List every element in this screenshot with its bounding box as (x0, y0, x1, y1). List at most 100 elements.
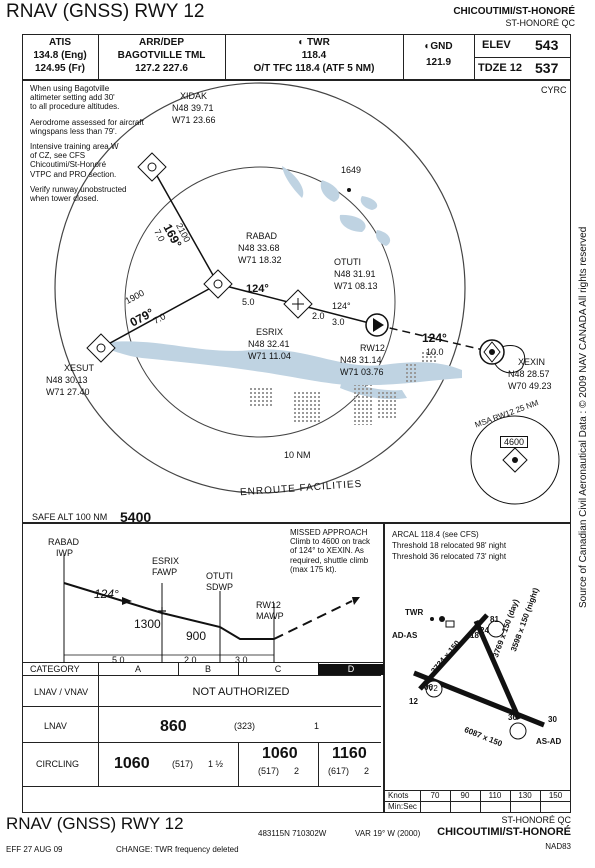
fix-esrix-lon: W71 11.04 (248, 351, 291, 361)
arr-dep-name: BAGOTVILLE TML (117, 50, 206, 61)
profile-alt-otuti: 900 (186, 629, 207, 643)
knots-150: 150 (548, 791, 563, 800)
waypoint-xexin-icon (479, 339, 505, 365)
track-xidak-rabad (151, 166, 219, 285)
profile-rw12: RW12 (256, 600, 281, 610)
missed-approach-text: MISSED APPROACH Climb to 4600 on track o… (290, 528, 371, 574)
footer-effective: EFF 27 AUG 09 (6, 845, 63, 854)
msa-center-icon (502, 447, 528, 473)
footer-location: CHICOUTIMI/ST-HONORÉ (437, 826, 571, 838)
lake (339, 214, 366, 232)
safe-alt-value: 5400 (120, 509, 152, 525)
elev-label: ELEV (482, 39, 511, 51)
profile-esrix: ESRIX (152, 556, 180, 566)
lake (360, 196, 378, 210)
plan-view (22, 80, 571, 523)
plan-notes: When using Bagotville altimeter setting … (30, 84, 144, 203)
source-note: Source of Canadian Civil Aeronautical Da… (578, 226, 589, 608)
built-up-area (404, 364, 418, 382)
profile-dist-2: 2.0 (184, 655, 197, 665)
lnav-vnav-not-authorized: NOT AUTHORIZED (192, 686, 290, 698)
twr-freq: 118.4 (301, 50, 327, 61)
part-time-icon: ◐ (424, 41, 431, 52)
footer-city: ST-HONORÉ QC (501, 815, 571, 825)
fix-rabad-lon: W71 18.32 (238, 255, 282, 265)
minima-cat-b: B (204, 664, 211, 674)
built-up-area (422, 350, 436, 364)
fix-otuti-lon: W71 08.13 (334, 281, 378, 291)
circling-ab-mda: 1060 (114, 755, 150, 772)
rwy-81-label: 81 (490, 615, 499, 624)
river-shape (110, 341, 462, 386)
minima-table (22, 663, 384, 813)
fix-xidak-name: XIDAK (180, 91, 208, 101)
airport-symbol-icon (365, 313, 389, 337)
profile-rabad: RABAD (48, 537, 80, 547)
safe-alt-label: SAFE ALT 100 NM (32, 512, 108, 522)
fix-rw12-name: RW12 (360, 343, 385, 353)
ten-nm-label: 10 NM (284, 450, 311, 460)
fix-xexin-name: XEXIN (518, 357, 546, 367)
atis-label: ATIS (48, 37, 72, 48)
profile-alt-esrix: 1300 (134, 617, 161, 631)
lnav-mda: 860 (160, 718, 187, 735)
minima-category-label: CATEGORY (30, 664, 80, 674)
minsec-label: Min:Sec (388, 802, 417, 811)
plan-view-drawing (54, 82, 560, 505)
minima-cat-c: C (274, 664, 282, 674)
fix-esrix-lat: N48 32.41 (248, 339, 290, 349)
leg-esrix-distance: 2.0 (312, 311, 325, 321)
knots-110: 110 (488, 791, 502, 800)
circling-d-mda: 1160 (332, 745, 367, 762)
rwy-30-label: 30 (548, 715, 557, 724)
aerodrome-twr: TWR (405, 608, 424, 617)
fix-rabad-lat: N48 33.68 (238, 243, 280, 253)
track-missed (376, 324, 493, 353)
aerodrome-box (384, 523, 571, 813)
gnd-label: ◐GND (424, 41, 453, 52)
rwy-24-label: 24 (480, 626, 489, 635)
lnav-vnav-label: LNAV / VNAV (34, 687, 89, 697)
profile-esrix-role: FAWP (152, 567, 178, 577)
profile-view (22, 523, 384, 663)
airport-city: ST-HONORÉ QC (505, 18, 575, 28)
circling-c-visibility: 2 (294, 766, 300, 776)
knots-90: 90 (460, 791, 470, 800)
fix-xexin-lon: W70 49.23 (508, 381, 552, 391)
circling-ab-visibility: 1 ½ (208, 759, 224, 769)
waypoint-xidak-icon (137, 152, 167, 182)
fix-otuti-name: OTUTI (334, 257, 361, 267)
fix-xidak-lon: W71 23.66 (172, 115, 216, 125)
twr-label: ◐ TWR (298, 37, 330, 48)
msa-altitude: 4600 (500, 436, 529, 448)
ten-nm-ring (124, 166, 396, 438)
profile-dist-1: 5.0 (112, 655, 125, 665)
runway-06-24 (418, 613, 489, 691)
profile-dist-3: 3.0 (235, 655, 248, 665)
fix-otuti-lat: N48 31.91 (334, 269, 376, 279)
chart-title: RNAV (GNSS) RWY 12 (6, 1, 205, 22)
fix-xesut-lon: W71 27.40 (46, 387, 90, 397)
lnav-haa: (323) (234, 721, 256, 731)
runway-18-36 (473, 619, 522, 721)
gnd-freq: 121.9 (425, 57, 452, 68)
tdze-value: 537 (535, 60, 559, 76)
rwy-18-label: 18 (470, 631, 479, 640)
circling-ab-haa: (517) (172, 759, 194, 769)
profile-otuti: OTUTI (206, 571, 233, 581)
fix-xidak-lat: N48 39.71 (172, 103, 214, 113)
obstacle-spot (347, 188, 351, 192)
footer-change: CHANGE: TWR frequency deleted (116, 845, 239, 854)
twr-note: O/T TFC 118.4 (ATF 5 NM) (253, 63, 375, 74)
elev-value: 543 (535, 37, 559, 53)
profile-rabad-role: IWP (56, 548, 73, 558)
leg-otuti-course: 124° (332, 301, 351, 311)
lnav-label: LNAV (44, 721, 67, 731)
aerodrome-ad-as: AD-AS (392, 631, 418, 640)
track-xesut-rabad (100, 283, 219, 349)
knots-table (384, 790, 571, 814)
lake (320, 180, 340, 202)
fix-rabad-name: RABAD (246, 231, 278, 241)
part-time-icon: ◐ (298, 37, 308, 48)
rwy-36-label: 36 (508, 713, 517, 722)
